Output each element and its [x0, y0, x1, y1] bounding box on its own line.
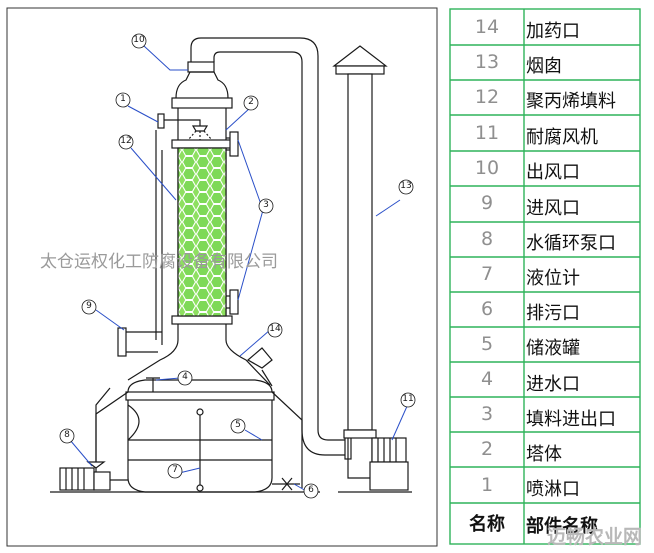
chimney — [332, 45, 412, 493]
legend-name-10: 出风口 — [526, 162, 580, 183]
storage-tank — [125, 347, 275, 493]
callout-5: 5 — [235, 420, 241, 430]
legend-no-5: 5 — [480, 333, 494, 355]
callout-8: 8 — [64, 430, 70, 440]
callout-circles — [59, 33, 416, 499]
legend-name-12: 聚丙烯填料 — [526, 91, 616, 112]
legend-name-5: 储液罐 — [526, 338, 580, 359]
legend-no-10: 10 — [474, 157, 500, 179]
legend-no-3: 3 — [480, 403, 494, 425]
callout-11: 11 — [402, 394, 414, 404]
callout-3: 3 — [263, 200, 269, 210]
legend-no-11: 11 — [474, 122, 500, 144]
callout-13: 13 — [400, 181, 412, 191]
callout-1: 1 — [120, 94, 126, 104]
callout-4: 4 — [182, 372, 188, 382]
legend-name-2: 塔体 — [526, 444, 562, 465]
leader-lines — [69, 45, 409, 493]
legend-no-1: 1 — [480, 474, 494, 496]
callout-14: 14 — [269, 324, 281, 334]
legend-name-13: 烟囱 — [526, 56, 562, 77]
callout-7: 7 — [172, 465, 178, 475]
corner-watermark: 迈畅农业网 — [546, 526, 642, 548]
callout-9: 9 — [86, 301, 92, 311]
legend-no-9: 9 — [480, 192, 494, 214]
inlet-duct — [117, 327, 162, 357]
legend-header-no: 名称 — [469, 514, 505, 535]
fan — [369, 437, 409, 491]
callout-2: 2 — [248, 97, 254, 107]
legend-name-4: 进水口 — [526, 374, 580, 395]
packing-bed — [177, 147, 227, 317]
circulation-pump — [59, 387, 128, 491]
legend-no-7: 7 — [480, 263, 494, 285]
legend-no-2: 2 — [480, 438, 494, 460]
legend-name-6: 排污口 — [526, 303, 580, 324]
legend-name-1: 喷淋口 — [526, 479, 580, 500]
drain-valve — [272, 477, 300, 491]
legend-name-11: 耐腐风机 — [526, 127, 598, 148]
legend-no-14: 14 — [474, 16, 500, 38]
legend-grid — [449, 8, 641, 545]
legend-name-14: 加药口 — [526, 21, 580, 42]
legend-header-name: 部件名称 — [526, 516, 598, 537]
legend-no-8: 8 — [480, 228, 494, 250]
callout-10: 10 — [133, 35, 145, 45]
legend-name-7: 液位计 — [526, 268, 580, 289]
company-watermark: 太仓运权化工防腐设备有限公司 — [40, 252, 278, 272]
legend-no-4: 4 — [480, 368, 494, 390]
legend-name-8: 水循环泵口 — [526, 233, 616, 254]
tower-body — [127, 71, 271, 386]
legend-no-6: 6 — [480, 298, 494, 320]
callout-12: 12 — [120, 136, 132, 146]
legend-name-3: 填料进出口 — [526, 409, 616, 430]
legend-no-12: 12 — [474, 86, 500, 108]
legend-no-13: 13 — [474, 51, 500, 73]
legend-name-9: 进风口 — [526, 198, 580, 219]
drawing-frame — [6, 7, 438, 547]
callout-6: 6 — [308, 485, 314, 495]
